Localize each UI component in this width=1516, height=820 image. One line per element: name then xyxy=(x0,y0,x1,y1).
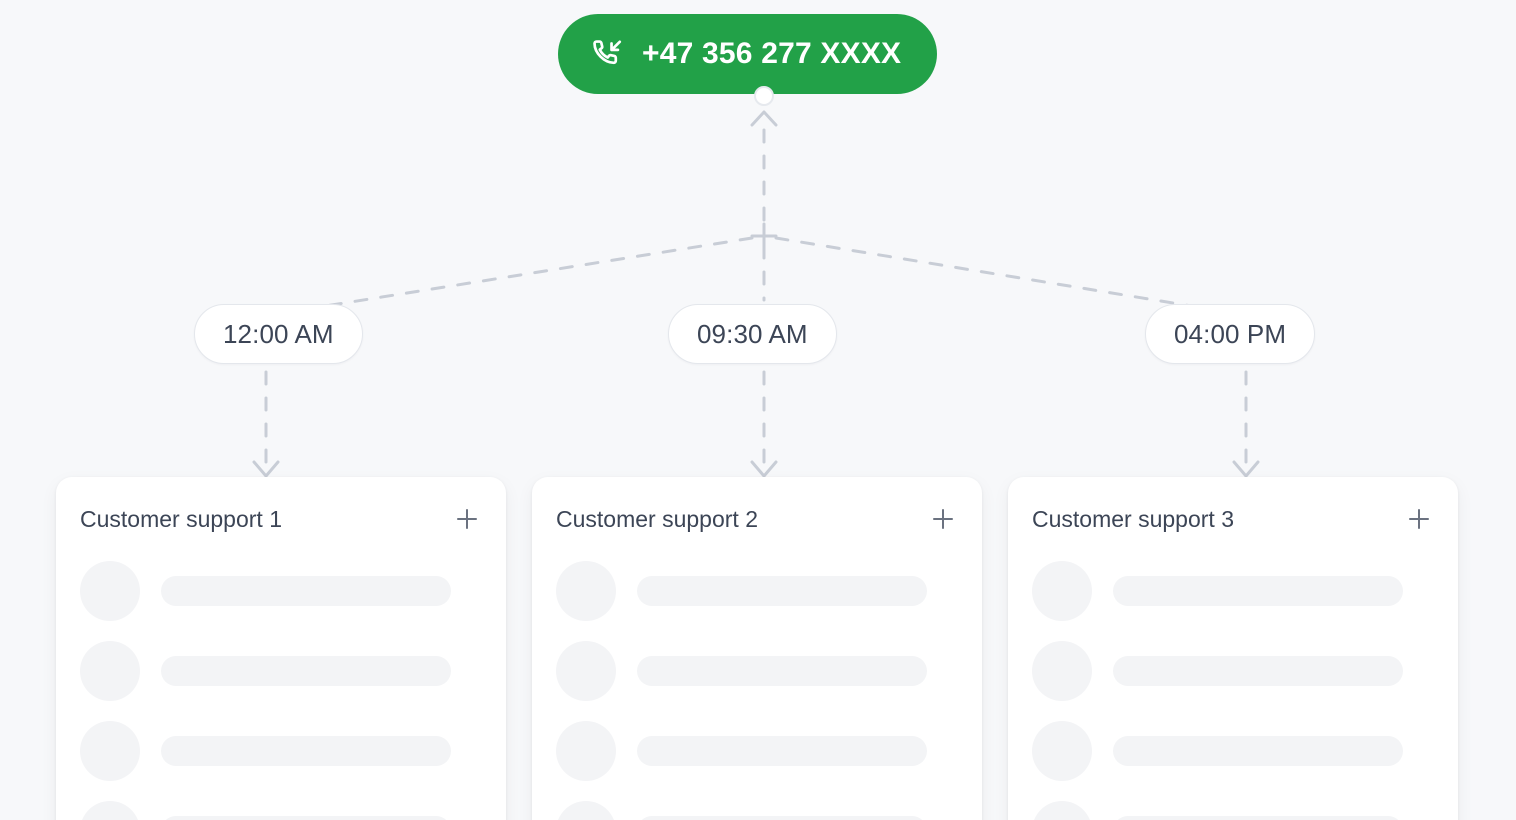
time-node-label: 12:00 AM xyxy=(223,318,334,349)
time-node-label: 09:30 AM xyxy=(697,318,808,349)
avatar-placeholder xyxy=(556,641,616,701)
text-placeholder xyxy=(1113,816,1403,820)
list-item xyxy=(80,721,482,781)
list-item xyxy=(80,801,482,820)
list-item xyxy=(556,801,958,820)
plus-icon xyxy=(457,509,477,529)
queue-card-header: Customer support 3 xyxy=(1008,477,1458,561)
queue-card-title: Customer support 1 xyxy=(80,505,282,532)
text-placeholder xyxy=(161,736,451,766)
queue-card-skeleton-list xyxy=(1008,561,1458,820)
text-placeholder xyxy=(637,816,927,820)
avatar-placeholder xyxy=(1032,801,1092,820)
text-placeholder xyxy=(637,576,927,606)
avatar-placeholder xyxy=(80,801,140,820)
text-placeholder xyxy=(161,656,451,686)
avatar-placeholder xyxy=(556,721,616,781)
time-node-3[interactable]: 04:00 PM xyxy=(1145,304,1316,364)
queue-card-title: Customer support 2 xyxy=(556,505,758,532)
time-node-1[interactable]: 12:00 AM xyxy=(194,304,363,364)
branch-junction-plus-icon xyxy=(750,222,778,250)
incoming-call-icon xyxy=(593,40,622,65)
queue-card-1[interactable]: Customer support 1 xyxy=(56,477,506,820)
plus-icon xyxy=(1409,509,1429,529)
avatar-placeholder xyxy=(80,721,140,781)
text-placeholder xyxy=(1113,736,1403,766)
avatar-placeholder xyxy=(556,801,616,820)
text-placeholder xyxy=(637,736,927,766)
list-item xyxy=(80,561,482,621)
text-placeholder xyxy=(161,816,451,820)
text-placeholder xyxy=(1113,576,1403,606)
avatar-placeholder xyxy=(1032,641,1092,701)
queue-card-3[interactable]: Customer support 3 xyxy=(1008,477,1458,820)
list-item xyxy=(1032,641,1434,701)
avatar-placeholder xyxy=(1032,561,1092,621)
add-agent-button[interactable] xyxy=(452,504,482,534)
list-item xyxy=(1032,561,1434,621)
queue-card-2[interactable]: Customer support 2 xyxy=(532,477,982,820)
queue-card-title: Customer support 3 xyxy=(1032,505,1234,532)
avatar-placeholder xyxy=(1032,721,1092,781)
list-item xyxy=(1032,801,1434,820)
add-agent-button[interactable] xyxy=(1404,504,1434,534)
queue-card-header: Customer support 2 xyxy=(532,477,982,561)
time-node-label: 04:00 PM xyxy=(1174,318,1287,349)
avatar-placeholder xyxy=(80,641,140,701)
root-node-connector-handle[interactable] xyxy=(754,86,774,106)
time-node-2[interactable]: 09:30 AM xyxy=(668,304,837,364)
list-item xyxy=(80,641,482,701)
root-phone-number-label: +47 356 277 XXXX xyxy=(642,37,902,70)
text-placeholder xyxy=(161,576,451,606)
list-item xyxy=(1032,721,1434,781)
queue-card-header: Customer support 1 xyxy=(56,477,506,561)
queue-card-skeleton-list xyxy=(56,561,506,820)
queue-card-skeleton-list xyxy=(532,561,982,820)
plus-icon xyxy=(933,509,953,529)
list-item xyxy=(556,721,958,781)
text-placeholder xyxy=(637,656,927,686)
root-phone-number-node[interactable]: +47 356 277 XXXX xyxy=(558,14,938,94)
list-item xyxy=(556,641,958,701)
add-agent-button[interactable] xyxy=(928,504,958,534)
avatar-placeholder xyxy=(556,561,616,621)
list-item xyxy=(556,561,958,621)
avatar-placeholder xyxy=(80,561,140,621)
text-placeholder xyxy=(1113,656,1403,686)
